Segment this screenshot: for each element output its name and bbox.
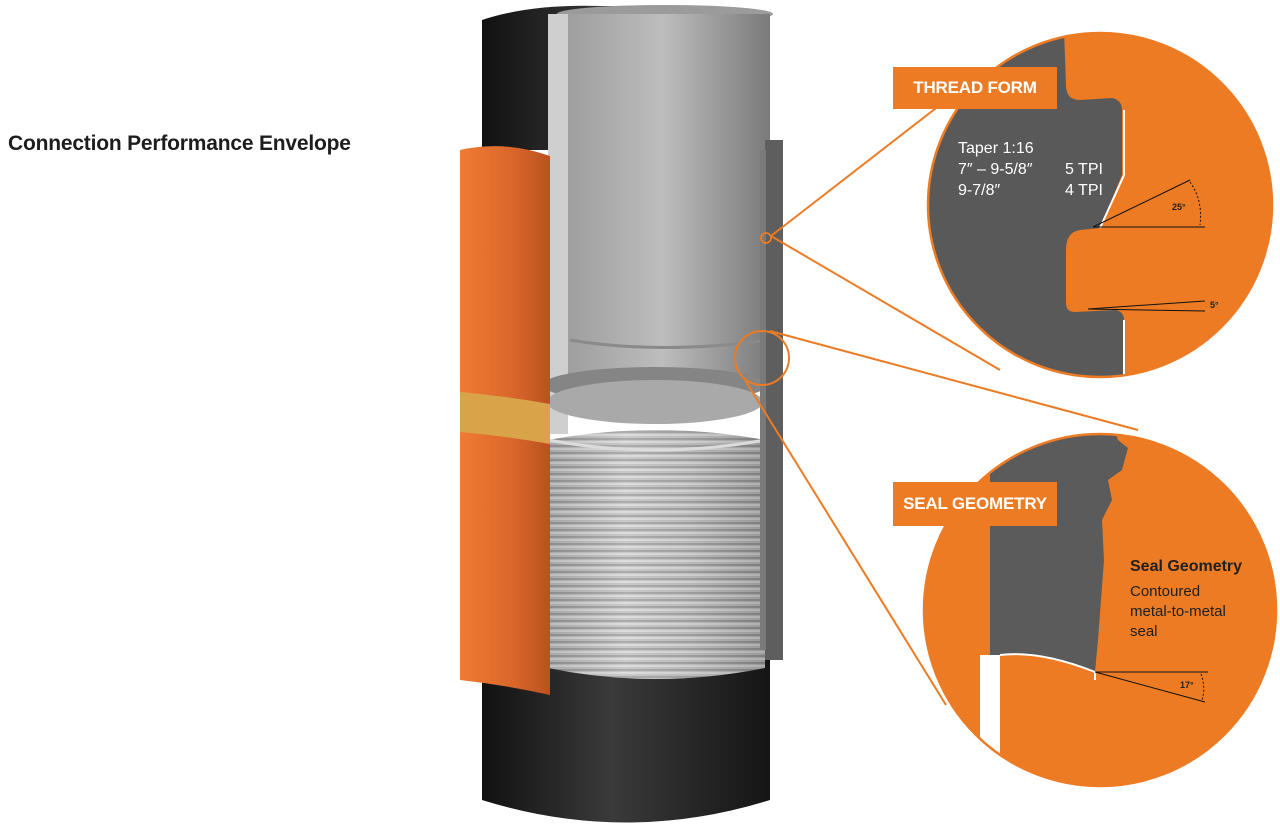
load-angle-label: 5° bbox=[1210, 300, 1219, 310]
coupling-wall bbox=[765, 140, 783, 660]
thread-form-label: THREAD FORM bbox=[893, 67, 1057, 109]
taper-text: Taper 1:16 bbox=[958, 140, 1034, 157]
pipe-illustration bbox=[460, 5, 783, 823]
tpi-row-2: 4 TPI bbox=[1065, 182, 1103, 199]
page-title: Connection Performance Envelope bbox=[8, 132, 351, 155]
seal-desc-line-3: seal bbox=[1130, 623, 1158, 640]
size-row-2: 9-7/8″ bbox=[958, 182, 1001, 199]
seal-desc-line-2: metal-to-metal bbox=[1130, 603, 1226, 620]
seal-heading: Seal Geometry bbox=[1130, 558, 1243, 575]
tpi-row-1: 5 TPI bbox=[1065, 161, 1103, 178]
callout-lines bbox=[734, 104, 1139, 706]
inner-bore bbox=[555, 14, 770, 380]
size-row-1: 7″ – 9-5/8″ bbox=[958, 161, 1033, 178]
seal-angle-label: 17° bbox=[1180, 680, 1194, 690]
thread-form-magnifier bbox=[926, 31, 1274, 379]
seal-description: Contoured metal-to-metal seal bbox=[1130, 582, 1226, 642]
seal-desc-line-1: Contoured bbox=[1130, 583, 1201, 600]
flank-angle-label: 25° bbox=[1172, 202, 1186, 212]
gold-band bbox=[460, 392, 550, 444]
lower-pipe-body bbox=[482, 640, 770, 823]
seal-geometry-label: SEAL GEOMETRY bbox=[893, 482, 1057, 526]
